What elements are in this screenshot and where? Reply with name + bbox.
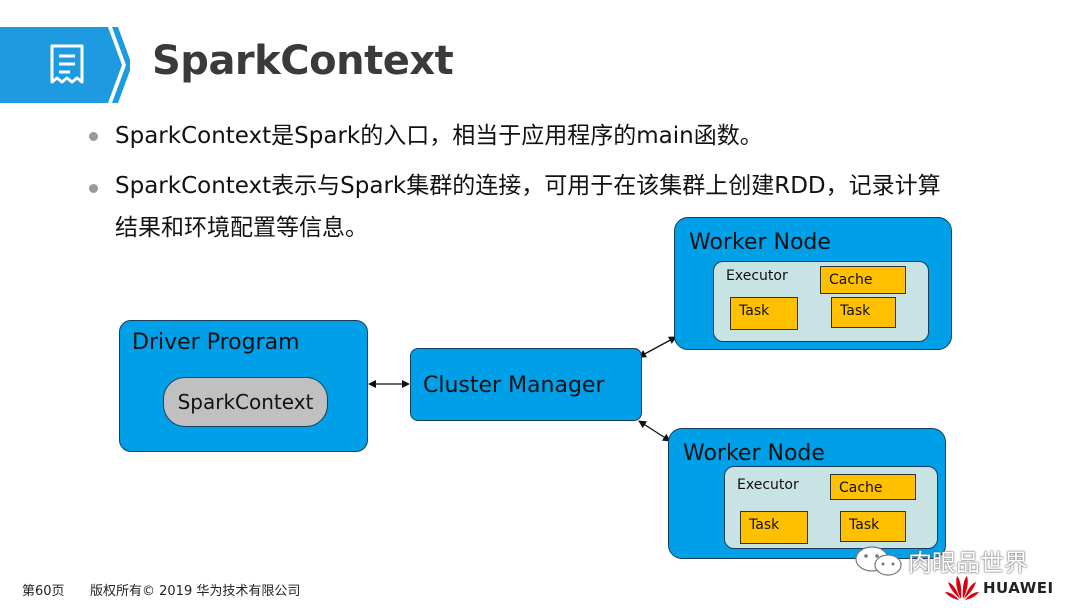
copyright-text: 版权所有© 2019 华为技术有限公司 [90, 584, 301, 599]
task-box: Task [740, 511, 808, 544]
page-number: 第60页 [22, 584, 65, 599]
bullet-2-line-2: 结果和环境配置等信息。 [115, 215, 368, 241]
executor-label: Executor [737, 477, 799, 493]
bullet-marker [89, 132, 98, 141]
document-icon [50, 44, 84, 84]
cluster-manager-node: Cluster Manager [410, 348, 642, 421]
executor-box: Executor Cache Task Task [724, 466, 938, 549]
manager-worker2-arrow [638, 420, 671, 442]
executor-box: Executor Cache Task Task [713, 261, 929, 342]
worker-node-1: Worker Node Executor Cache Task Task [674, 217, 952, 350]
task-box: Task [840, 511, 906, 542]
task-box: Task [831, 297, 896, 328]
worker-node-label: Worker Node [683, 441, 825, 466]
header-badge [0, 27, 130, 103]
bullet-1-line-1: SparkContext是Spark的入口，相当于应用程序的main函数。 [115, 123, 763, 149]
wechat-icon [855, 546, 902, 576]
worker-node-label: Worker Node [689, 230, 831, 255]
bullet-2-line-1: SparkContext表示与Spark集群的连接，可用于在该集群上创建RDD，… [115, 173, 941, 199]
worker-node-2: Worker Node Executor Cache Task Task [668, 428, 946, 559]
cache-box: Cache [830, 474, 916, 500]
bullet-marker [89, 184, 98, 193]
manager-worker1-arrow [638, 336, 677, 358]
huawei-logo-icon [945, 576, 979, 600]
task-box: Task [730, 297, 798, 330]
cluster-manager-label: Cluster Manager [423, 373, 605, 398]
page-title: SparkContext [152, 38, 454, 84]
brand-text: HUAWEI [983, 579, 1054, 597]
driver-program-label: Driver Program [132, 330, 300, 355]
executor-label: Executor [726, 268, 788, 284]
spark-context-node: SparkContext [163, 377, 328, 427]
watermark-text: 肉眼品世界 [908, 549, 1028, 577]
driver-program-node: Driver Program SparkContext [119, 320, 368, 452]
cache-box: Cache [820, 266, 906, 294]
